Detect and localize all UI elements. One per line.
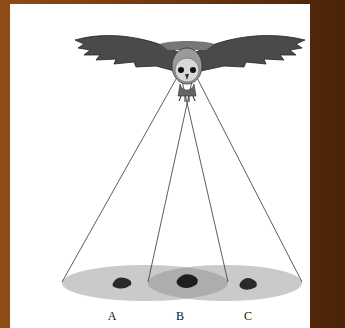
field-letter: B [170,308,190,324]
owl-figure [75,36,305,102]
vision-fields [62,265,302,301]
white-panel [10,4,310,328]
label-anchor: C [238,308,258,324]
field-letter: A [102,308,122,324]
sight-lines [62,72,302,282]
field-letter: C [238,308,258,324]
label-anchor: A [102,308,122,324]
label-anchor: B [170,308,190,324]
